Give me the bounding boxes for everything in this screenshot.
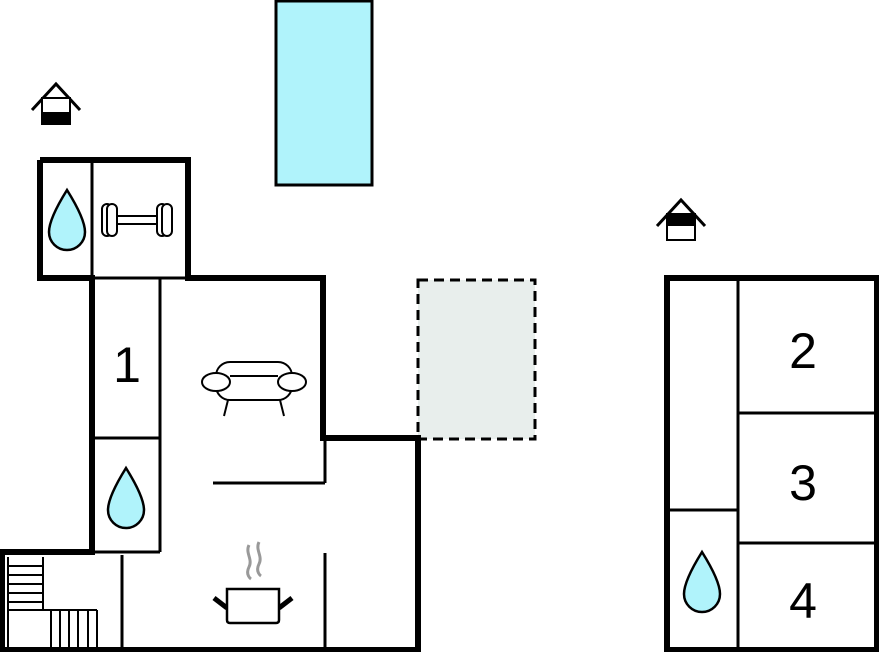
cooking-pot-icon [212,541,294,625]
sofa-icon [201,361,307,417]
right-building [664,275,879,652]
water-drop-icon [47,187,87,252]
house-entrance-icon [30,81,82,125]
pool [274,0,374,187]
room-label-1: 1 [113,337,141,393]
room-label-3: 3 [789,455,817,511]
water-drop-icon [682,549,722,614]
dumbbell-icon [101,203,173,237]
left-building [0,157,421,652]
room-label-2: 2 [789,323,817,379]
room-label-4: 4 [789,573,817,629]
stairs-icon [7,557,98,650]
house-entrance-icon [655,197,707,241]
terrace [416,278,537,441]
water-drop-icon [106,465,146,530]
